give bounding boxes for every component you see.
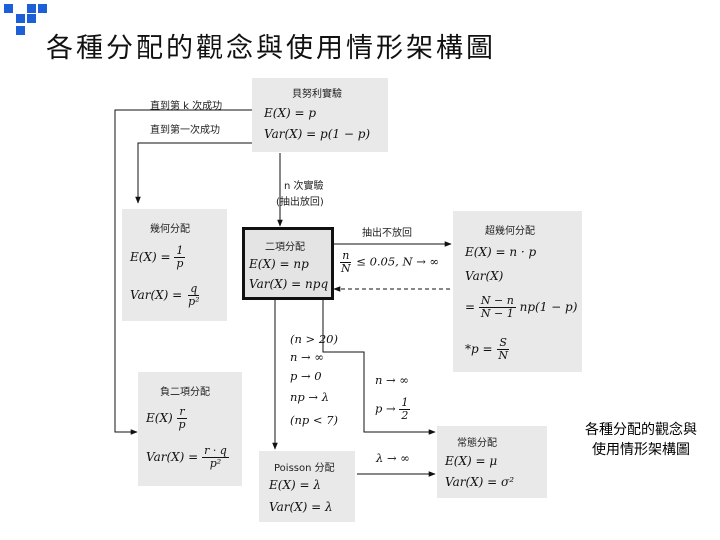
normal-p-num: 1 [399, 396, 411, 410]
logo-square [38, 4, 47, 13]
negbinomial-var-lhs: Var(X) = [146, 450, 199, 464]
hyper-var-prefix: = [465, 300, 476, 314]
negbinomial-var-num: r · q [202, 444, 229, 458]
poisson-condition-5: (np < 7) [290, 413, 339, 427]
bernoulli-variance: Var(X) = p(1 − p) [264, 127, 371, 141]
label-lambda-infinity: λ → ∞ [376, 451, 410, 465]
bernoulli-mean: E(X) = p [264, 106, 317, 120]
negbinomial-var-den: p² [209, 457, 222, 470]
poisson-box: Poisson 分配 E(X) = λ Var(X) = λ [259, 451, 355, 522]
label-n-trials: n 次實驗 [284, 181, 324, 192]
geometric-var-lhs: Var(X) = [130, 288, 183, 302]
hyper-var-suffix: np(1 − p) [519, 300, 578, 314]
binomial-title: 二項分配 [265, 242, 305, 253]
bernoulli-title: 貝努利實驗 [292, 89, 342, 100]
logo-square [16, 26, 25, 35]
page-title: 各種分配的觀念與使用情形架構圖 [46, 33, 496, 64]
logo-icon [0, 0, 47, 40]
hyper-cond-num: n [340, 249, 352, 263]
arrow-to-normal [322, 297, 436, 435]
normal-title: 常態分配 [457, 438, 497, 449]
caption-line-1: 各種分配的觀念與 [585, 422, 697, 438]
hyper-cond-den: N [341, 262, 351, 275]
geometric-mean-den: p [176, 257, 184, 270]
hyper-var-num: N − n [478, 294, 516, 308]
poisson-condition-2: n → ∞ [290, 350, 324, 364]
hyper-p-prefix: *p = [465, 342, 493, 356]
normal-p-den: 2 [401, 409, 409, 422]
arrow-to-geometric [135, 142, 252, 204]
caption: 各種分配的觀念與 使用情形架構圖 [562, 420, 720, 460]
poisson-condition-3: p → 0 [290, 369, 322, 383]
binomial-mean: E(X) = np [249, 257, 309, 271]
bernoulli-box: 貝努利實驗 E(X) = p Var(X) = p(1 − p) [252, 78, 388, 152]
geometric-mean-num: 1 [174, 244, 186, 258]
geometric-title: 幾何分配 [150, 224, 190, 235]
label-with-replacement: (抽出放回) [276, 197, 324, 208]
negbinomial-title: 負二項分配 [160, 387, 210, 398]
hyper-var-den: N − 1 [480, 307, 514, 320]
label-until-kth-success: 直到第 k 次成功 [150, 101, 223, 112]
binomial-box: 二項分配 E(X) = np Var(X) = npq [242, 227, 334, 300]
normal-mean: E(X) = μ [445, 454, 498, 468]
geometric-var-num: q [188, 282, 200, 296]
hypergeometric-mean: E(X) = n · p [465, 245, 537, 259]
logo-square [16, 14, 25, 23]
normal-condition-1: n → ∞ [375, 373, 409, 387]
poisson-title: Poisson 分配 [274, 463, 335, 474]
hypergeometric-variance-label: Var(X) [465, 269, 504, 283]
arrow-to-negbinomial [114, 109, 252, 435]
geometric-mean-lhs: E(X) = [130, 250, 171, 264]
poisson-variance: Var(X) = λ [269, 500, 333, 514]
negbinomial-mean-den: p [178, 418, 186, 431]
logo-square [4, 4, 13, 13]
negbinomial-mean-lhs: E(X) [146, 411, 173, 425]
geometric-var-den: p² [188, 295, 200, 308]
caption-line-2: 使用情形架構圖 [592, 442, 690, 458]
normal-box: 常態分配 E(X) = μ Var(X) = σ² [437, 426, 547, 498]
hypergeometric-title: 超幾何分配 [485, 226, 535, 237]
poisson-condition-4: np → λ [290, 390, 330, 404]
poisson-mean: E(X) = λ [269, 478, 321, 492]
normal-p-prefix: p → [375, 401, 396, 416]
normal-variance: Var(X) = σ² [445, 475, 515, 489]
hyper-cond-rest: ≤ 0.05, N → ∞ [356, 254, 440, 269]
negbinomial-mean-num: r [177, 405, 187, 419]
hyper-p-num: S [497, 336, 509, 350]
label-until-first-success: 直到第一次成功 [150, 125, 220, 136]
hyper-p-den: N [498, 349, 509, 362]
poisson-condition-1: (n > 20) [290, 332, 338, 346]
logo-square [27, 4, 36, 13]
label-without-replacement: 抽出不放回 [362, 228, 412, 239]
binomial-variance: Var(X) = npq [249, 277, 329, 291]
logo-square [27, 14, 36, 23]
